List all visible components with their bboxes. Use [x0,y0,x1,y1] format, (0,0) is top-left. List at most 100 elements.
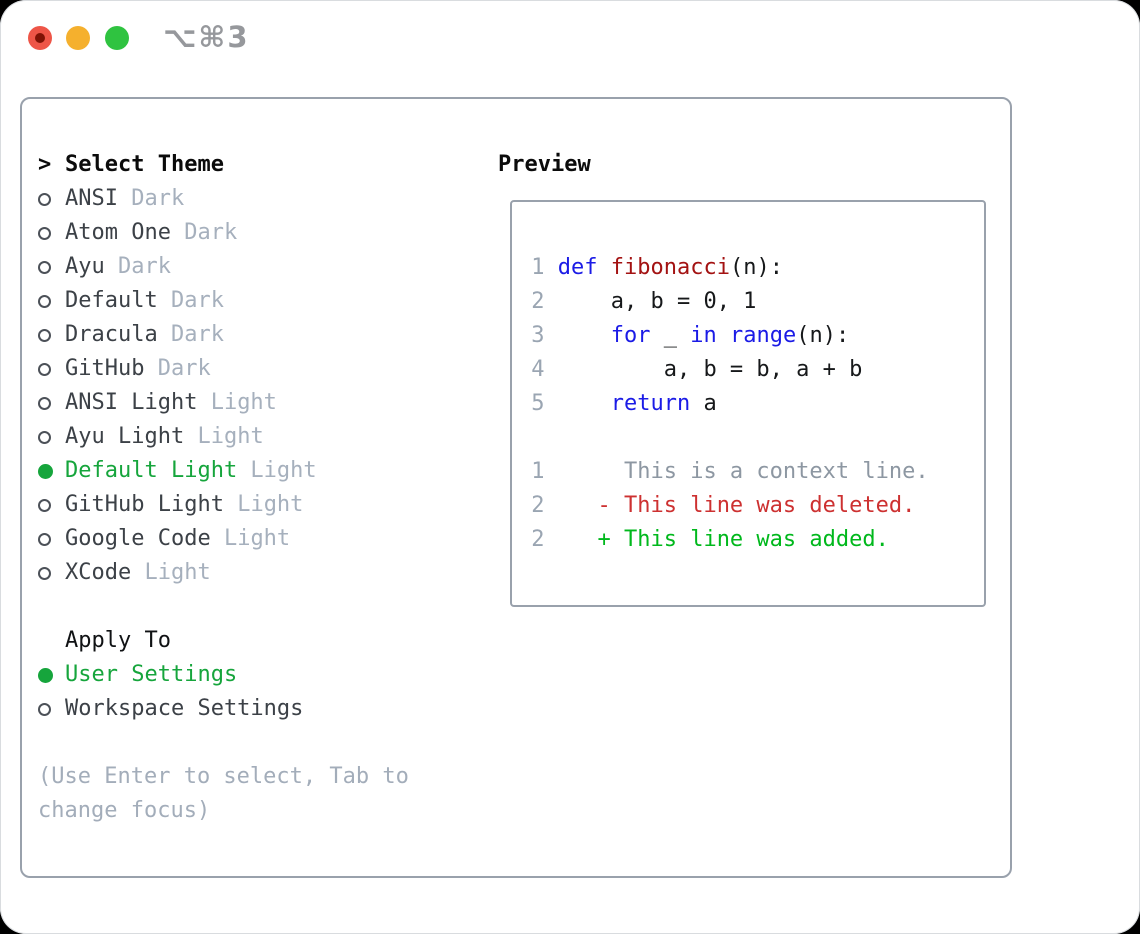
theme-item-github-light-light[interactable]: GitHub Light Light [38,488,468,522]
option-label: Default Light [65,458,238,483]
theme-variant-label: Dark [104,254,171,279]
apply-to-header: Apply To [38,624,468,658]
radio-icon [38,362,51,376]
marker [38,260,65,274]
option-label: Atom One [65,220,171,245]
theme-item-atom-one-dark[interactable]: Atom One Dark [38,216,468,250]
code-line [518,421,984,455]
marker [38,192,65,206]
code-line: 5 return a [518,387,984,421]
option-label: ANSI Light [65,390,198,415]
radio-icon [38,328,51,342]
window-title-shortcut: ⌥⌘3 [163,20,250,54]
radio-icon [38,226,51,240]
marker [38,362,65,376]
marker [38,702,65,716]
theme-item-ansi-dark[interactable]: ANSI Dark [38,182,468,216]
code-line: 3 for _ in range(n): [518,319,984,353]
theme-item-ansi-light-light[interactable]: ANSI Light Light [38,386,468,420]
line-number: 2 [518,493,558,518]
code-segment: - This line was deleted. [557,493,916,518]
option-label: Ayu Light [65,424,185,449]
code-segment: for [610,323,651,348]
marker [38,396,65,410]
code-segment [558,391,611,416]
close-button[interactable] [28,26,52,50]
theme-variant-label: Light [237,458,317,483]
marker [38,294,65,308]
radio-icon [38,532,51,546]
theme-list-header: > Select Theme [38,148,468,182]
theme-variant-label: Dark [157,288,224,313]
option-label: XCode [65,560,132,585]
preview-code: 1 def fibonacci(n): 2 a, b = 0, 1 3 for … [518,251,984,557]
theme-item-default-light-light[interactable]: Default Light Light [38,454,468,488]
theme-item-ayu-light-light[interactable]: Ayu Light Light [38,420,468,454]
radio-icon [38,498,51,512]
code-segment: in [690,323,717,348]
option-label: GitHub Light [65,492,224,517]
marker [38,532,65,546]
marker [38,463,65,479]
code-line: 2 - This line was deleted. [518,489,984,523]
line-number: 1 [518,459,558,484]
theme-item-dracula-dark[interactable]: Dracula Dark [38,318,468,352]
apply-option-workspace-settings[interactable]: Workspace Settings [38,692,468,726]
option-label: Ayu [65,254,105,279]
code-segment [598,255,611,280]
code-segment: _ [650,323,691,348]
code-segment: (n): [729,255,783,280]
code-line: 4 a, b = b, a + b [518,353,984,387]
code-segment: return [610,391,691,416]
keyboard-hint: (Use Enter to select, Tab to change focu… [38,764,409,823]
marker [38,498,65,512]
apply-option-user-settings[interactable]: User Settings [38,658,468,692]
prompt-icon: > [38,152,52,177]
preview-title: Preview [498,152,591,177]
option-label: Default [65,288,158,313]
spacer [38,590,468,624]
code-segment: range [729,323,797,348]
option-label: Google Code [65,526,211,551]
option-label: GitHub [65,356,145,381]
marker [38,430,65,444]
code-segment: def [557,255,598,280]
line-number: 3 [518,323,558,348]
theme-item-xcode-light[interactable]: XCode Light [38,556,468,590]
theme-variant-label: Light [197,390,277,415]
option-label: User Settings [65,662,238,687]
theme-variant-label: Light [210,526,291,551]
theme-list-title: Select Theme [65,152,224,177]
line-number: 4 [518,357,558,382]
preview-pane: 1 def fibonacci(n): 2 a, b = 0, 1 3 for … [510,200,986,607]
theme-variant-label: Light [223,492,304,517]
code-segment: This is a context line. [557,459,929,484]
code-line: 2 + This line was added. [518,523,984,557]
marker [38,667,65,683]
theme-item-github-dark[interactable]: GitHub Dark [38,352,468,386]
code-segment: a, b = 0, 1 [557,289,757,314]
code-segment: + This line was added. [557,527,889,552]
line-number: 2 [518,527,558,552]
code-segment [717,323,730,348]
code-segment: fibonacci [610,255,730,280]
line-number: 1 [518,255,558,280]
theme-variant-label: Light [131,560,211,585]
theme-variant-label: Dark [157,322,224,347]
radio-icon [38,430,51,444]
theme-item-ayu-dark[interactable]: Ayu Dark [38,250,468,284]
radio-selected-icon [38,463,53,479]
radio-icon [38,192,51,206]
theme-item-google-code-light[interactable]: Google Code Light [38,522,468,556]
theme-item-default-dark[interactable]: Default Dark [38,284,468,318]
radio-icon [38,294,51,308]
code-line: 1 def fibonacci(n): [518,251,984,285]
marker [38,328,65,342]
close-dot-icon [35,33,45,43]
maximize-button[interactable] [105,26,129,50]
radio-icon [38,702,51,716]
minimize-button[interactable] [66,26,90,50]
